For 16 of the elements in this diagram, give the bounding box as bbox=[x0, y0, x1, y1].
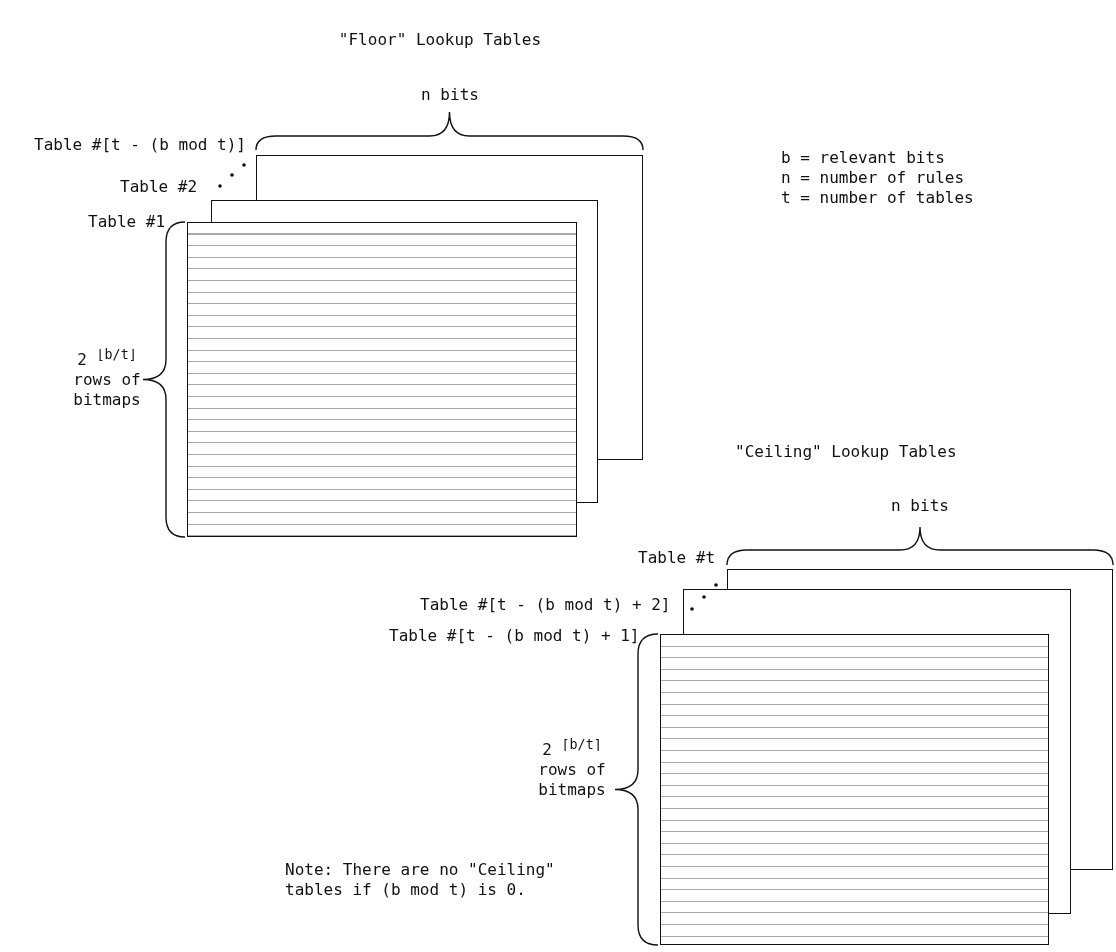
dimension-label: n bits bbox=[890, 496, 950, 516]
definition-text: t = number of tables bbox=[781, 188, 975, 208]
section-heading: "Floor" Lookup Tables bbox=[337, 30, 543, 50]
definition-text: n = number of rules bbox=[781, 168, 966, 188]
section-heading: "Ceiling" Lookup Tables bbox=[735, 442, 958, 462]
definition-text: b = relevant bits bbox=[781, 148, 946, 168]
row-count-label: 2 $^{⌈b/t⌉}$ rows of bitmaps bbox=[537, 736, 607, 801]
note-text: Note: There are no "Ceiling" tables if (b mod t) is 0. bbox=[285, 860, 556, 900]
table-label: Table #1 bbox=[88, 212, 166, 232]
table-label: Table #[t - (b mod t) + 1] bbox=[389, 626, 640, 646]
row-count-label: 2 $^{⌊b/t⌋}$ rows of bitmaps bbox=[72, 346, 142, 411]
table-label: Table #[t - (b mod t) + 2] bbox=[420, 595, 671, 615]
dimension-label: n bits bbox=[420, 85, 480, 105]
table-label: Table #[t - (b mod t)] bbox=[34, 135, 246, 155]
table-label: Table #t bbox=[638, 548, 716, 568]
table-label: Table #2 bbox=[120, 177, 198, 197]
